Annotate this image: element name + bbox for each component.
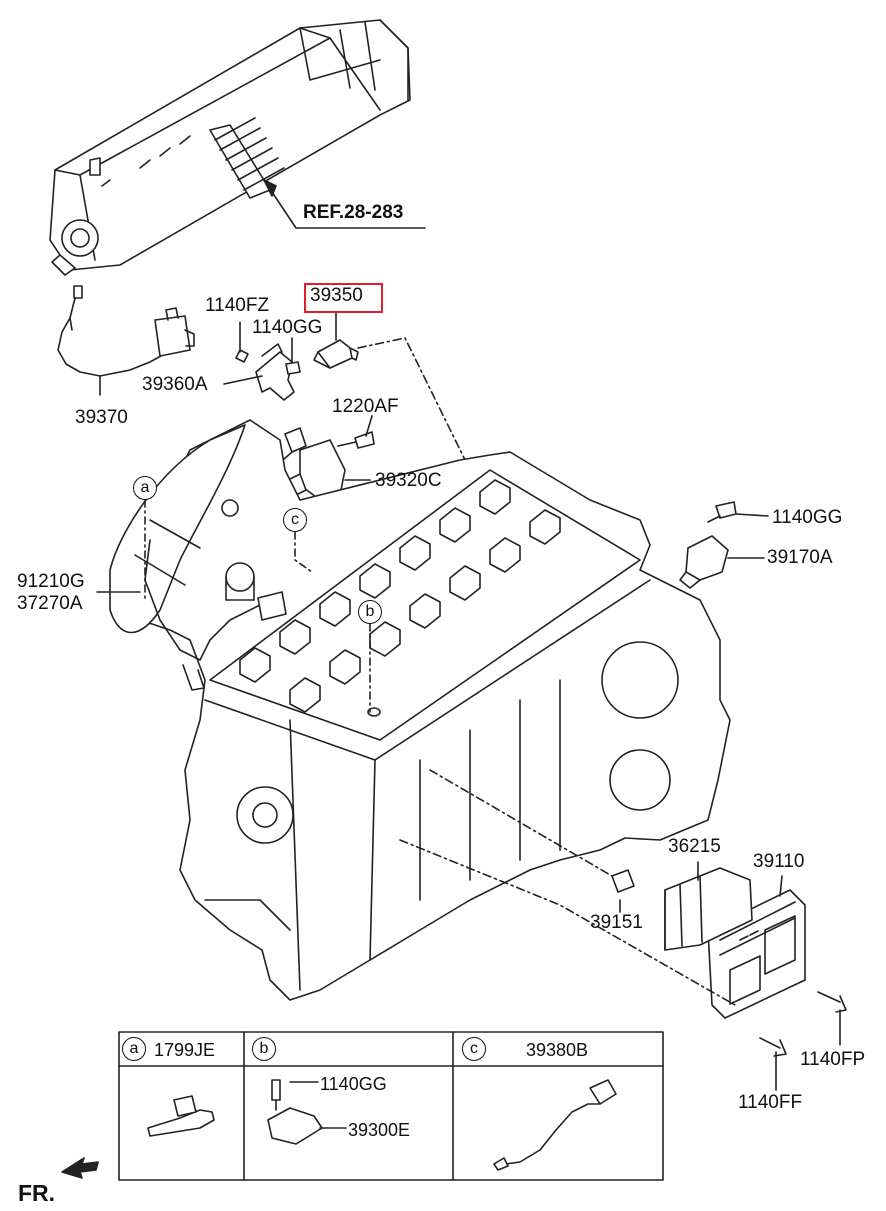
legend-b-marker: b — [252, 1037, 276, 1061]
callout-39170A[interactable]: 39170A — [767, 547, 833, 568]
callout-39110[interactable]: 39110 — [753, 851, 805, 872]
leader-39360A — [223, 375, 263, 385]
callout-39350[interactable]: 39350 — [310, 285, 363, 306]
legend-c-marker: c — [462, 1037, 486, 1061]
leader-1220AF — [365, 415, 373, 437]
legend-b-drawing — [267, 1079, 347, 1145]
ref-label[interactable]: REF.28-283 — [303, 202, 404, 223]
leader-1140GG-right — [735, 513, 769, 517]
callout-1140FP[interactable]: 1140FP — [800, 1049, 866, 1070]
callout-39320C[interactable]: 39320C — [375, 470, 442, 491]
callout-91210G[interactable]: 91210G — [17, 571, 85, 592]
leader-39110 — [779, 875, 783, 897]
egr-cooler-drawing — [49, 19, 411, 276]
highlight-box — [304, 283, 383, 313]
callout-39151[interactable]: 39151 — [590, 912, 643, 933]
legend-b-sensor-part[interactable]: 39300E — [348, 1120, 411, 1140]
direction-label: FR. — [18, 1180, 56, 1206]
legend-c-drawing — [493, 1079, 617, 1171]
marker-c: c — [283, 508, 307, 532]
dash-marker-c — [294, 531, 313, 573]
marker-a: a — [133, 476, 157, 500]
legend-c-part[interactable]: 39380B — [526, 1040, 589, 1060]
dash-39151 — [429, 769, 613, 877]
legend-b-bolt-part[interactable]: 1140GG — [320, 1074, 387, 1094]
harness-91210G — [144, 539, 261, 661]
callout-1140FF[interactable]: 1140FF — [738, 1092, 803, 1113]
callout-1140GG-top[interactable]: 1140GG — [252, 317, 323, 338]
sensor-39170A-drawing — [679, 501, 737, 589]
ref-leader-line — [267, 185, 426, 229]
bracket-36215-drawing — [664, 867, 753, 951]
callout-1220AF[interactable]: 1220AF — [332, 396, 399, 417]
dash-39350-to-head — [357, 337, 471, 471]
callout-37270A[interactable]: 37270A — [17, 593, 83, 614]
callout-39360A[interactable]: 39360A — [142, 374, 208, 395]
legend-a-drawing — [147, 1095, 215, 1137]
callout-39370[interactable]: 39370 — [75, 407, 128, 428]
callout-36215[interactable]: 36215 — [668, 836, 721, 857]
fr-arrow — [61, 1157, 99, 1179]
sensor-39370-drawing — [57, 285, 195, 377]
marker-b: b — [358, 600, 382, 624]
callout-1140FZ[interactable]: 1140FZ — [205, 295, 270, 316]
legend-table — [118, 1031, 664, 1181]
legend-a-part[interactable]: 1799JE — [154, 1040, 216, 1060]
legend-a-marker: a — [122, 1037, 146, 1061]
callout-1140GG-right[interactable]: 1140GG — [772, 507, 843, 528]
dash-ecu — [399, 839, 736, 1006]
sensor-39151-drawing — [611, 869, 635, 893]
camshaft-sensor-cluster — [235, 339, 359, 401]
